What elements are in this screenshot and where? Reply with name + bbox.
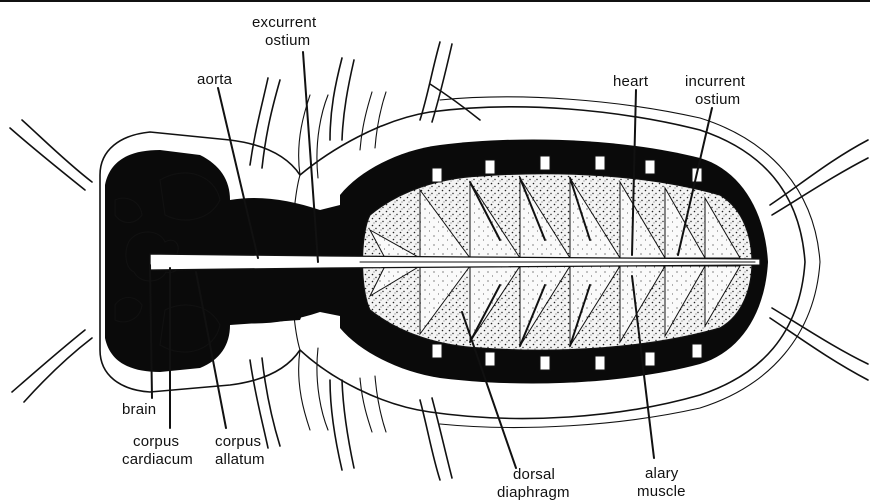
label-heart: heart bbox=[613, 73, 649, 90]
label-excurrent-ostium: excurrent ostium bbox=[252, 14, 317, 49]
label-alary-muscle-line2: muscle bbox=[637, 483, 686, 500]
label-excurrent-ostium-line1: excurrent bbox=[252, 14, 317, 31]
antennae bbox=[10, 120, 92, 402]
label-corpus-allatum: corpus allatum bbox=[215, 433, 265, 468]
label-incurrent-ostium-line2: ostium bbox=[695, 91, 740, 108]
label-incurrent-ostium: incurrent ostium bbox=[685, 73, 746, 108]
label-excurrent-ostium-line2: ostium bbox=[265, 32, 310, 49]
label-dorsal-diaphragm-line1: dorsal bbox=[513, 466, 555, 483]
label-brain: brain bbox=[122, 401, 156, 418]
label-alary-muscle: alary muscle bbox=[637, 465, 686, 500]
label-corpus-cardiacum-line1: corpus bbox=[133, 433, 179, 450]
label-alary-muscle-line1: alary bbox=[645, 465, 679, 482]
label-incurrent-ostium-line1: incurrent bbox=[685, 73, 746, 90]
label-corpus-cardiacum: corpus cardiacum bbox=[122, 433, 193, 468]
label-aorta: aorta bbox=[197, 71, 233, 88]
label-dorsal-diaphragm-line2: diaphragm bbox=[497, 484, 570, 501]
label-corpus-cardiacum-line2: cardiacum bbox=[122, 451, 193, 468]
label-corpus-allatum-line1: corpus bbox=[215, 433, 261, 450]
label-dorsal-diaphragm: dorsal diaphragm bbox=[497, 466, 570, 501]
label-corpus-allatum-line2: allatum bbox=[215, 451, 265, 468]
